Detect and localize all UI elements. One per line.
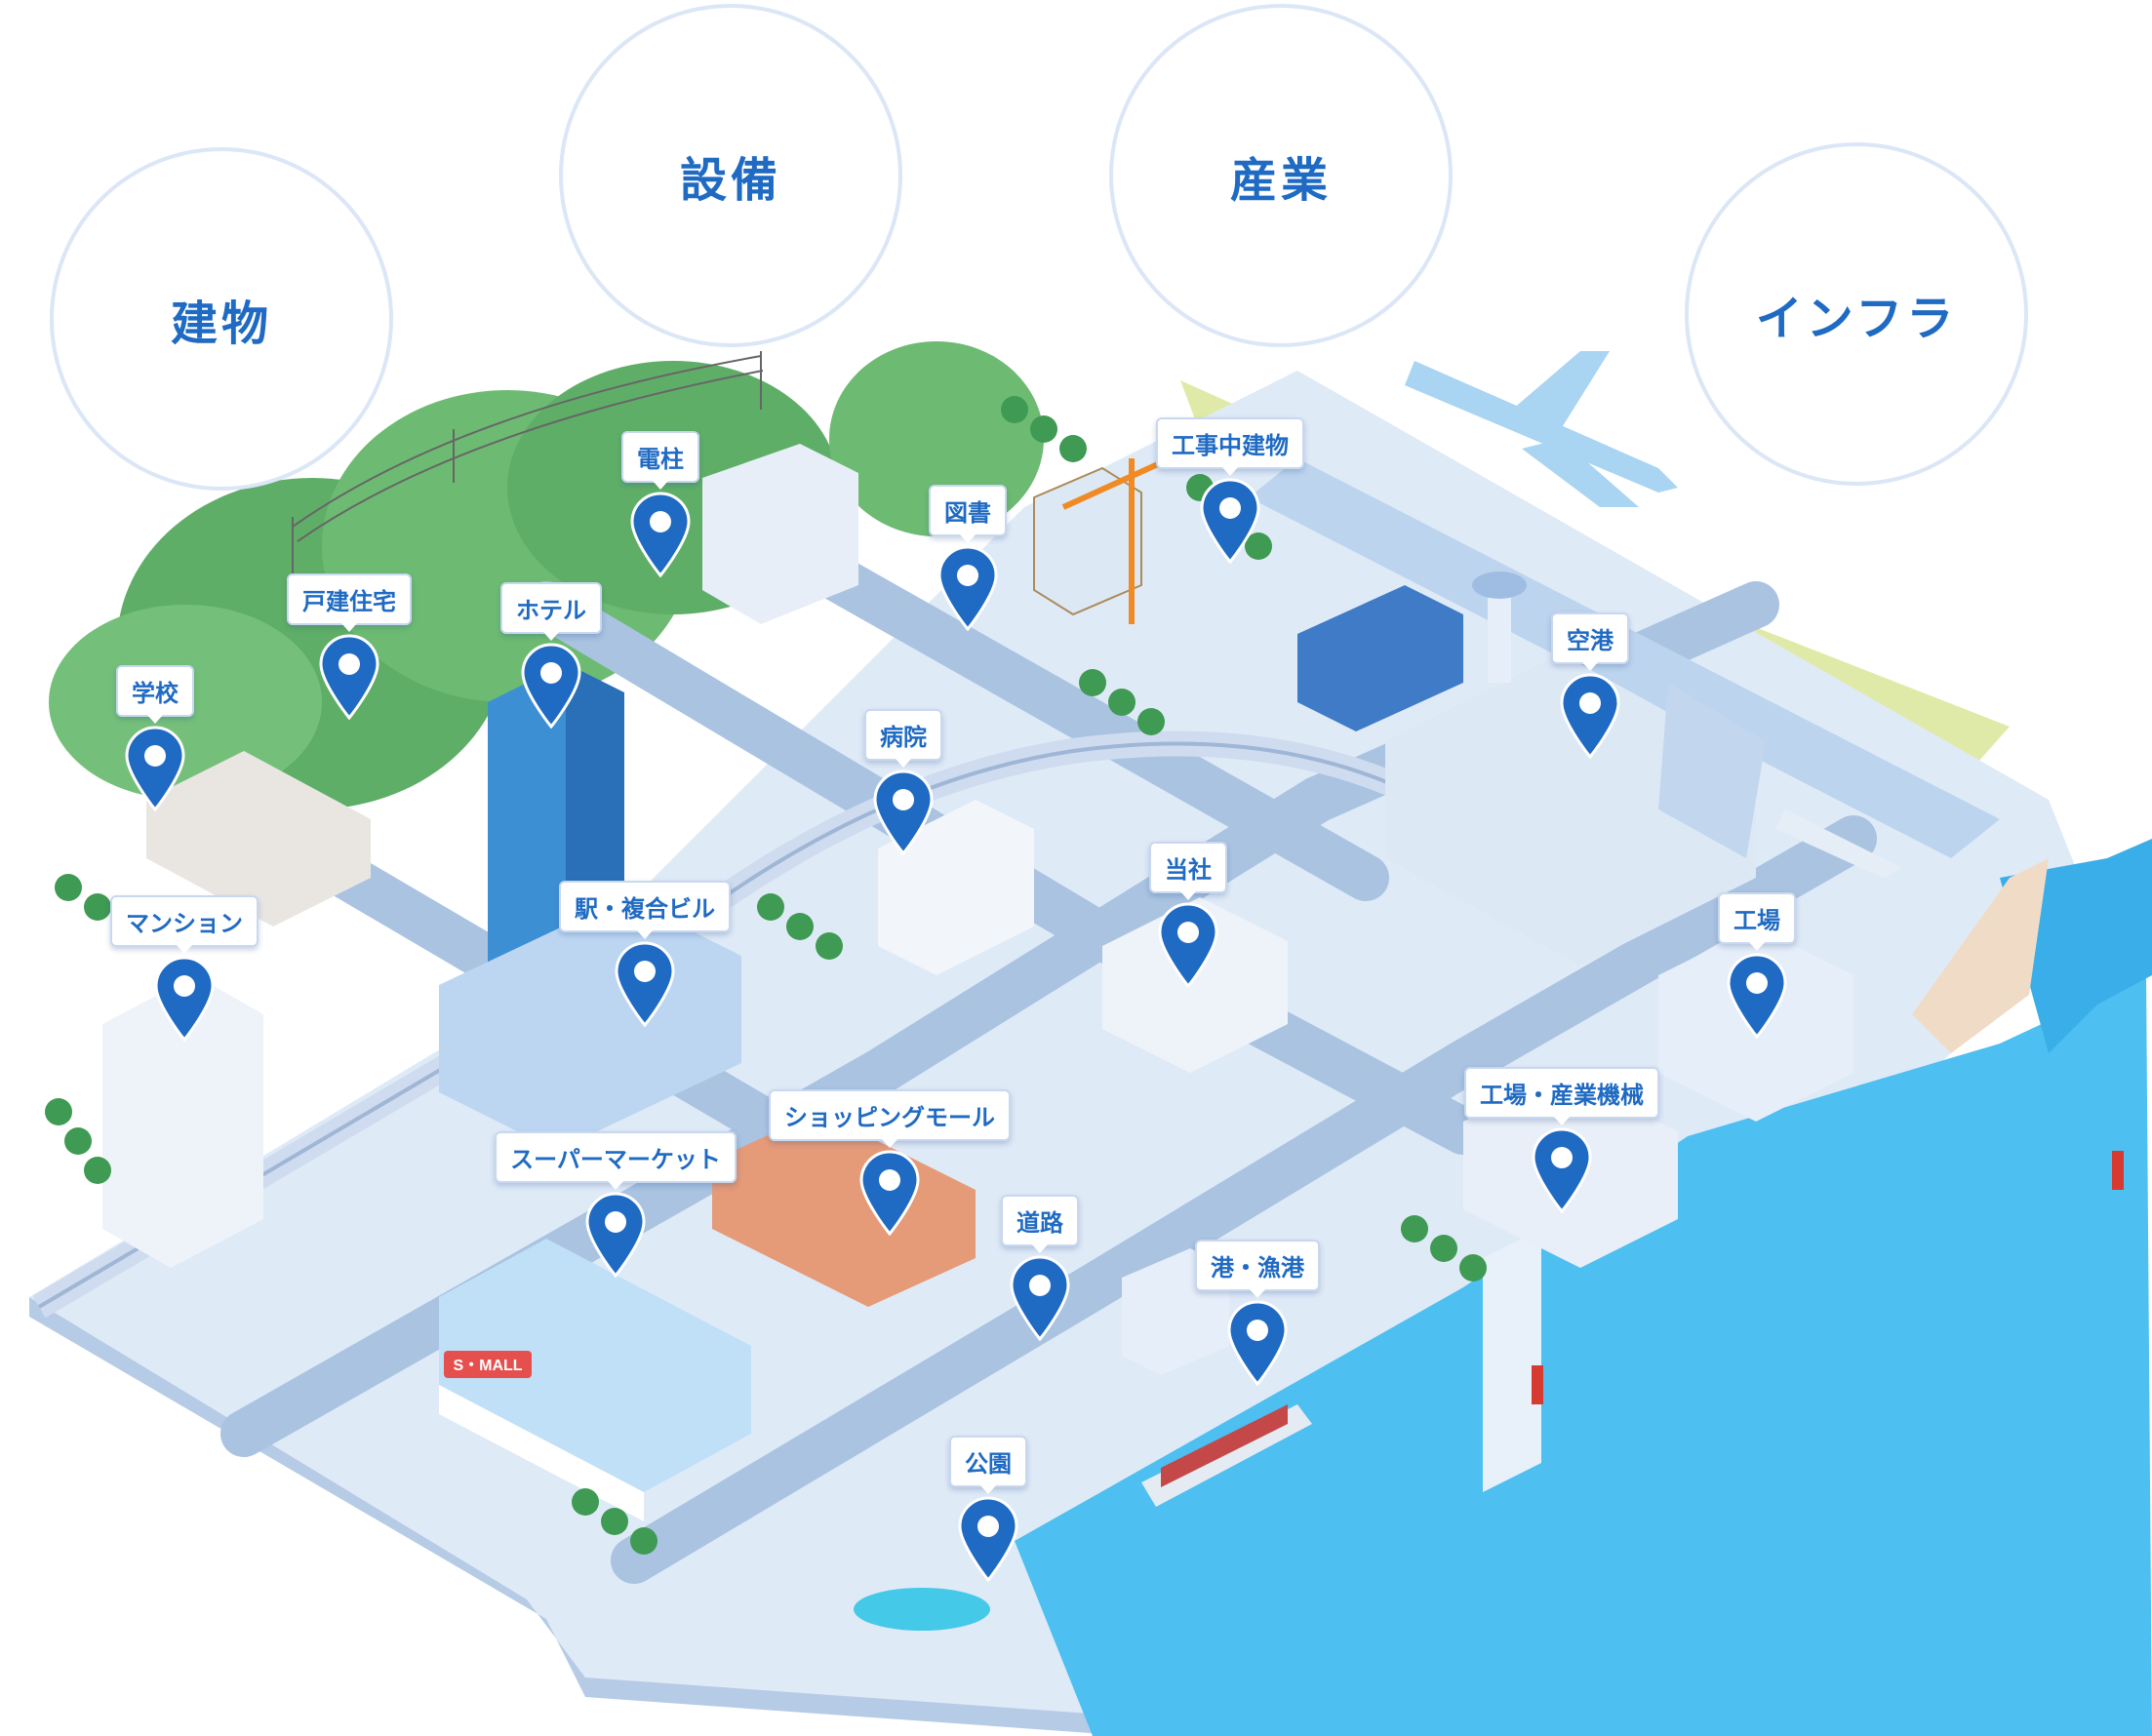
sea — [1015, 975, 2152, 1736]
category-infrastructure[interactable]: インフラ — [1685, 142, 2028, 486]
map-pin-icon — [937, 545, 998, 631]
pin-label: 学校 — [116, 665, 194, 724]
map-pin-icon — [1727, 953, 1787, 1039]
pin-label: 駅・複合ビル — [559, 881, 731, 939]
pin-label: 工場 — [1718, 892, 1796, 951]
map-pin-icon — [154, 956, 215, 1042]
lighthouse — [2112, 1151, 2124, 1190]
mall-sign-text: S・MALL — [453, 1358, 522, 1374]
pin-label: スーパーマーケット — [495, 1131, 737, 1190]
map-pin-icon — [615, 941, 675, 1027]
pin-label: 病院 — [864, 709, 942, 768]
pin-label: 工場・産業機械 — [1464, 1067, 1659, 1125]
map-pin-icon — [630, 492, 691, 577]
pin-label: 港・漁港 — [1195, 1240, 1320, 1298]
pin-label: ショッピングモール — [769, 1089, 1011, 1148]
map-pin-icon — [1158, 902, 1218, 988]
pin-label: 戸建住宅 — [287, 573, 412, 632]
map-pin-icon — [585, 1192, 646, 1278]
pin-label: ホテル — [500, 582, 602, 641]
map-pin-icon — [1532, 1127, 1592, 1213]
pin-label: 空港 — [1551, 612, 1629, 671]
map-pin-icon — [1010, 1255, 1070, 1341]
category-building-label: 建物 — [170, 296, 272, 351]
map-pin-icon — [319, 634, 379, 720]
map-pin-icon — [873, 769, 934, 855]
category-equipment-label: 設備 — [679, 153, 781, 208]
mall-sign — [444, 1351, 532, 1378]
map-pin-icon — [1560, 673, 1620, 759]
map-pin-icon — [1227, 1300, 1288, 1386]
category-industry[interactable]: 産業 — [1109, 4, 1453, 347]
pin-label: 公園 — [949, 1436, 1027, 1494]
pin-label: マンション — [110, 895, 259, 954]
pier — [1483, 1229, 1541, 1492]
category-infrastructure-label: インフラ — [1755, 292, 1958, 346]
airplanes — [1405, 351, 1902, 878]
pin-label: 電柱 — [621, 431, 699, 490]
pin-label: 工事中建物 — [1156, 417, 1304, 476]
category-industry-label: 産業 — [1229, 153, 1332, 208]
category-building[interactable]: 建物 — [50, 147, 393, 491]
pin-label: 道路 — [1001, 1195, 1079, 1253]
map-pin-icon — [958, 1496, 1018, 1582]
beach — [1912, 858, 2049, 1053]
pin-label: 図書 — [929, 485, 1007, 543]
map-pin-icon — [1200, 478, 1260, 564]
buildings — [102, 444, 1853, 1631]
pin-label: 当社 — [1149, 842, 1227, 900]
map-pin-icon — [125, 726, 185, 811]
map-pin-icon — [521, 643, 581, 729]
map-pin-icon — [859, 1150, 920, 1236]
category-equipment[interactable]: 設備 — [559, 4, 902, 347]
